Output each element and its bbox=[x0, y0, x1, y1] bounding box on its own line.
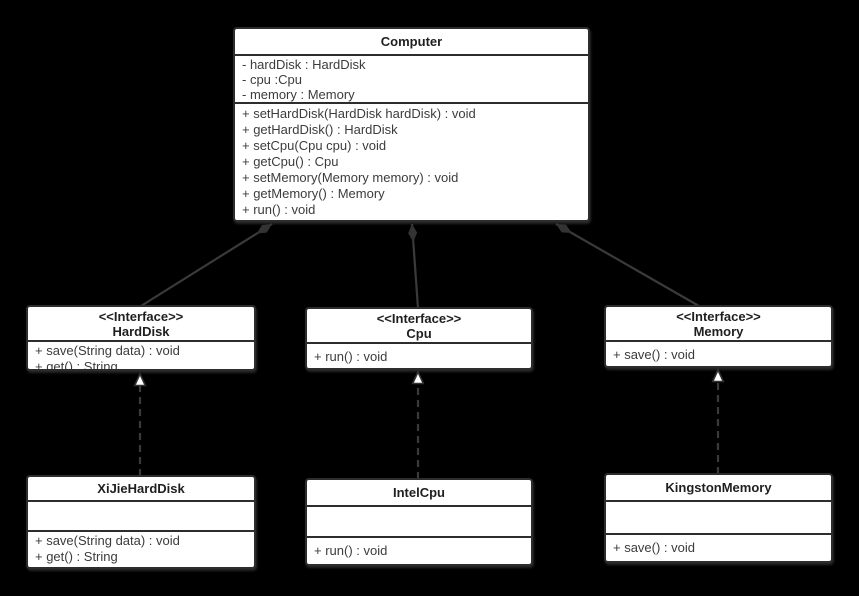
method: + getMemory() : Memory bbox=[242, 186, 385, 201]
stereotype-label: <<Interface>> bbox=[98, 309, 184, 324]
attribute: - cpu :Cpu bbox=[242, 72, 302, 87]
method: + run() : void bbox=[314, 543, 388, 558]
class-name-kingstonmemory: KingstonMemory bbox=[665, 480, 772, 495]
methods-compartment: + save() : void bbox=[606, 340, 831, 366]
composition-connector-computer-memory[interactable] bbox=[555, 223, 700, 307]
attributes-compartment: - hardDisk : HardDisk - cpu :Cpu - memor… bbox=[235, 54, 588, 102]
method: + save(String data) : void bbox=[35, 343, 180, 358]
attributes-compartment-empty bbox=[606, 500, 831, 533]
interface-name-memory: Memory bbox=[693, 324, 744, 339]
attributes-compartment-empty bbox=[307, 505, 531, 536]
method: + getCpu() : Cpu bbox=[242, 154, 339, 169]
interface-title-cpu: <<Interface>> Cpu bbox=[307, 309, 531, 342]
interface-name-cpu: Cpu bbox=[406, 326, 432, 341]
attribute: - memory : Memory bbox=[242, 87, 355, 102]
methods-compartment: + run() : void bbox=[307, 342, 531, 368]
interface-title-memory: <<Interface>> Memory bbox=[606, 307, 831, 340]
methods-compartment: + save(String data) : void + get() : Str… bbox=[28, 530, 254, 567]
stereotype-label: <<Interface>> bbox=[376, 311, 462, 326]
class-box-computer[interactable]: Computer - hardDisk : HardDisk - cpu :Cp… bbox=[233, 27, 590, 222]
method: + save() : void bbox=[613, 540, 696, 555]
method: + save(String data) : void bbox=[35, 533, 180, 548]
method: + setCpu(Cpu cpu) : void bbox=[242, 138, 387, 153]
class-name-computer: Computer bbox=[380, 34, 443, 49]
interface-box-harddisk[interactable]: <<Interface>> HardDisk + save(String dat… bbox=[26, 305, 256, 371]
method: + run() : void bbox=[242, 202, 316, 217]
method: + setHardDisk(HardDisk hardDisk) : void bbox=[242, 106, 476, 121]
class-box-xijieharddisk[interactable]: XiJieHardDisk + save(String data) : void… bbox=[26, 475, 256, 569]
method: + setMemory(Memory memory) : void bbox=[242, 170, 459, 185]
interface-name-harddisk: HardDisk bbox=[112, 324, 170, 339]
methods-compartment: + setHardDisk(HardDisk hardDisk) : void … bbox=[235, 102, 588, 220]
class-name-intelcpu: IntelCpu bbox=[393, 485, 445, 500]
method: + getHardDisk() : HardDisk bbox=[242, 122, 398, 137]
method: + get() : String bbox=[35, 549, 118, 564]
interface-box-memory[interactable]: <<Interface>> Memory + save() : void bbox=[604, 305, 833, 368]
interface-title-harddisk: <<Interface>> HardDisk bbox=[28, 307, 254, 340]
method: + run() : void bbox=[314, 349, 388, 364]
interface-box-cpu[interactable]: <<Interface>> Cpu + run() : void bbox=[305, 307, 533, 370]
composition-connector-computer-harddisk[interactable] bbox=[140, 223, 273, 307]
class-box-kingstonmemory[interactable]: KingstonMemory + save() : void bbox=[604, 473, 833, 563]
stereotype-label: <<Interface>> bbox=[676, 309, 761, 324]
class-box-intelcpu[interactable]: IntelCpu + run() : void bbox=[305, 478, 533, 566]
attributes-compartment-empty bbox=[28, 500, 254, 530]
methods-compartment: + save() : void bbox=[606, 533, 831, 561]
composition-connector-computer-cpu[interactable] bbox=[408, 223, 420, 309]
class-name-xijieharddisk: XiJieHardDisk bbox=[97, 481, 185, 496]
methods-compartment: + run() : void bbox=[307, 536, 531, 564]
method: + save() : void bbox=[613, 347, 696, 362]
method: + get() : String bbox=[35, 359, 118, 369]
attribute: - hardDisk : HardDisk bbox=[242, 57, 366, 72]
methods-compartment: + save(String data) : void + get() : Str… bbox=[28, 340, 254, 369]
